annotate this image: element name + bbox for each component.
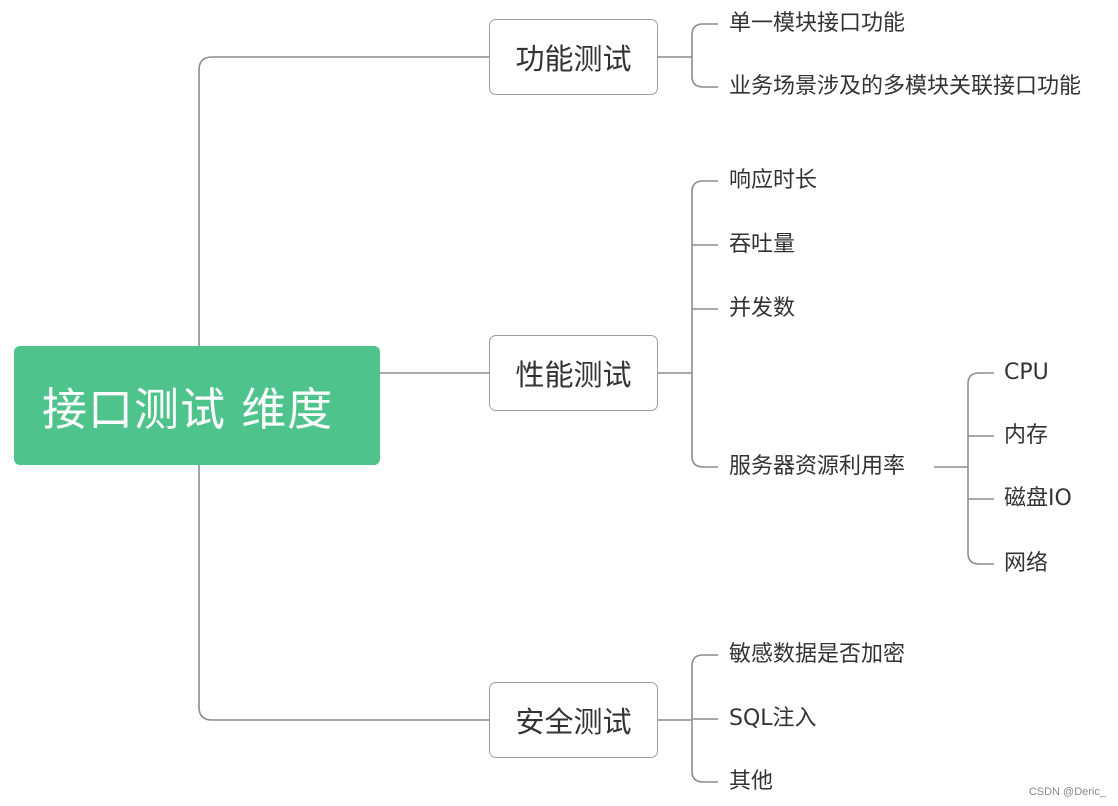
connector-functional-2 <box>691 57 718 88</box>
subtopic-server-resources[interactable]: 服务器资源利用率 <box>729 454 906 479</box>
subtopic-disk-io[interactable]: 磁盘IO <box>1004 486 1072 511</box>
connector-performance-4 <box>691 455 718 468</box>
subtopic-response-time[interactable]: 响应时长 <box>729 168 818 193</box>
subtopic-single-module[interactable]: 单一模块接口功能 <box>729 11 906 36</box>
root-topic-label: 接口测试 维度 <box>42 383 334 436</box>
connector-resource-1 <box>967 372 994 385</box>
subtopic-other[interactable]: 其他 <box>729 769 774 794</box>
subtopic-concurrency[interactable]: 并发数 <box>729 296 796 321</box>
subtopic-throughput[interactable]: 吞吐量 <box>729 232 796 257</box>
connector-performance-1 <box>691 180 718 193</box>
topic-label: 性能测试 <box>515 358 632 392</box>
subtopic-data-encryption[interactable]: 敏感数据是否加密 <box>729 642 906 667</box>
topic-performance-testing[interactable]: 性能测试 <box>489 335 658 411</box>
subtopic-sql-injection[interactable]: SQL注入 <box>729 706 817 731</box>
watermark: CSDN @Deric_ <box>1028 786 1106 798</box>
topic-functional-testing[interactable]: 功能测试 <box>489 19 658 95</box>
subtopic-multi-module[interactable]: 业务场景涉及的多模块关联接口功能 <box>729 74 1082 99</box>
connector-functional-1 <box>691 23 718 57</box>
subtopic-memory[interactable]: 内存 <box>1004 423 1049 448</box>
connector-security-1 <box>691 654 718 667</box>
root-topic-node[interactable]: 接口测试 维度 <box>14 346 380 465</box>
topic-security-testing[interactable]: 安全测试 <box>489 682 658 758</box>
topic-label: 安全测试 <box>515 705 632 739</box>
topic-label: 功能测试 <box>515 42 632 76</box>
connector-root-security <box>198 465 489 721</box>
connector-root-functional <box>198 56 489 346</box>
connector-resource-4 <box>967 552 994 565</box>
subtopic-network[interactable]: 网络 <box>1004 551 1049 576</box>
subtopic-cpu[interactable]: CPU <box>1004 360 1049 385</box>
connector-security-3 <box>691 770 718 783</box>
